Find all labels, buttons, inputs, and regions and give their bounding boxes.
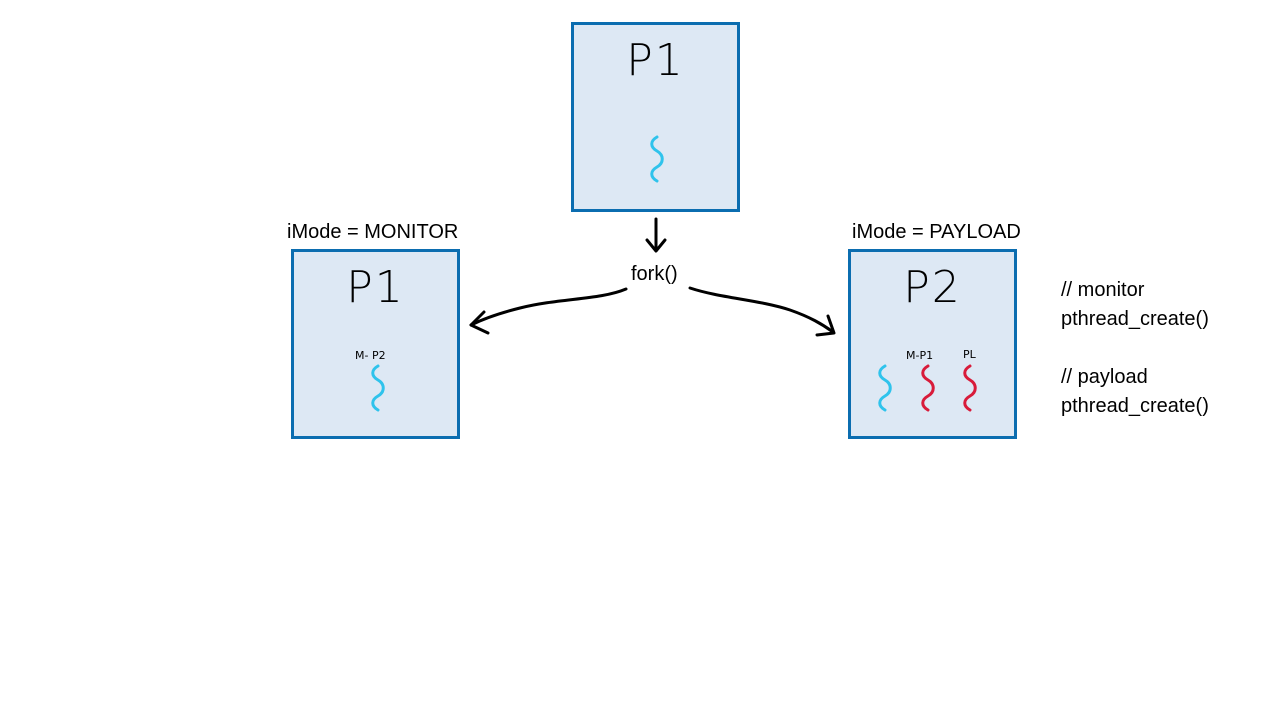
payload-process-box: P2 M-P1 PL xyxy=(848,249,1017,439)
down-arrow xyxy=(645,217,667,253)
payload-process-title: P2 xyxy=(903,262,962,313)
monitor-mode-label: iMode = MONITOR xyxy=(287,221,459,243)
payload-mode-label: iMode = PAYLOAD xyxy=(852,221,1021,243)
payload-main-thread xyxy=(878,364,892,412)
payload-thread xyxy=(963,364,977,412)
monitor-process-box: P1 M- P2 xyxy=(291,249,460,439)
monitor-main-thread xyxy=(371,364,385,412)
parent-process-box: P1 xyxy=(571,22,740,212)
monitor-thread-label: M- P2 xyxy=(355,349,386,362)
monitor-comment: // monitor xyxy=(1061,279,1145,301)
payload-pthread-call: pthread_create() xyxy=(1061,395,1209,417)
parent-main-thread xyxy=(650,135,664,183)
fork-label: fork() xyxy=(631,263,678,285)
parent-process-title: P1 xyxy=(626,35,685,86)
left-arrow xyxy=(469,287,628,335)
monitor-thread-label: M-P1 xyxy=(906,349,934,362)
monitor-pthread-call: pthread_create() xyxy=(1061,308,1209,330)
payload-thread-label: PL xyxy=(963,348,976,361)
payload-comment: // payload xyxy=(1061,366,1148,388)
right-arrow xyxy=(688,286,836,337)
monitor-thread xyxy=(921,364,935,412)
monitor-process-title: P1 xyxy=(346,262,405,313)
